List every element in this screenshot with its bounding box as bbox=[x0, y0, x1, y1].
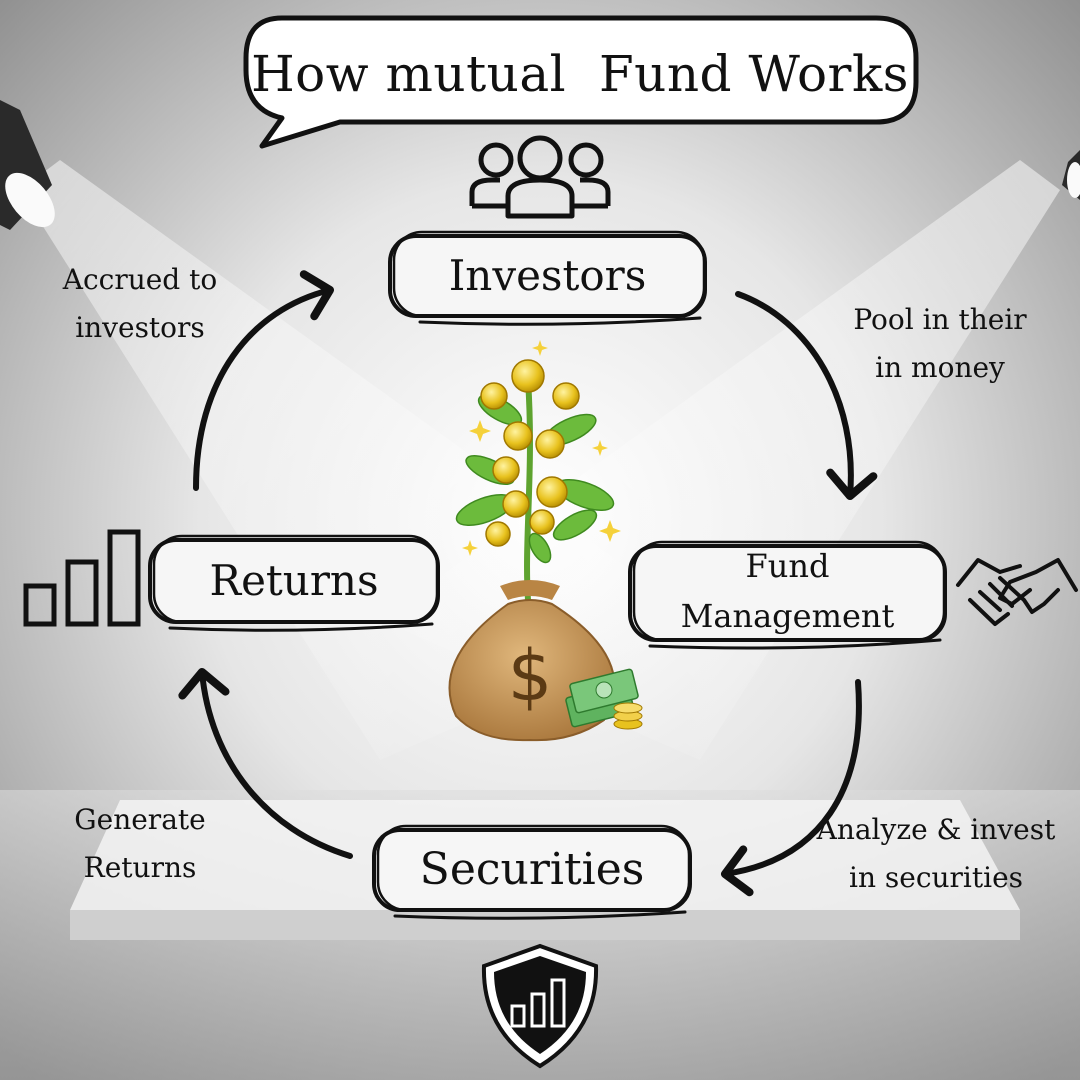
node-returns: Returns bbox=[150, 538, 438, 622]
handshake-icon bbox=[956, 558, 1078, 626]
edge-label-fund-to-securities: Analyze & invest in securities bbox=[806, 806, 1066, 902]
node-investors-label: Investors bbox=[448, 250, 647, 300]
edge-label-line: Accrued to bbox=[62, 263, 218, 296]
node-box-fund-management bbox=[628, 540, 947, 650]
spotlight-right-icon bbox=[1062, 150, 1080, 200]
edge-label-returns-to-investors: Accrued to investors bbox=[40, 256, 240, 352]
arrow-securities-to-returns bbox=[178, 667, 353, 859]
node-box-securities bbox=[372, 824, 692, 920]
edge-label-line: Returns bbox=[83, 851, 197, 885]
node-fund-management-line-2: Management bbox=[680, 597, 895, 635]
spotlight-left-icon bbox=[0, 100, 55, 230]
node-investors: Investors bbox=[390, 234, 705, 316]
money-tree-icon: $ bbox=[448, 340, 643, 742]
edge-label-line: Generate bbox=[74, 803, 206, 836]
node-securities-label: Securities bbox=[419, 843, 645, 895]
page-title: How mutual Fund Works bbox=[251, 45, 909, 103]
node-box-investors bbox=[388, 230, 707, 326]
edge-label-line: Analyze & invest bbox=[816, 813, 1056, 846]
edge-label-line: Pool in their bbox=[853, 303, 1027, 336]
node-fund-management-line-1: Fund bbox=[745, 547, 830, 586]
node-securities: Securities bbox=[374, 828, 690, 910]
title-bubble bbox=[243, 15, 919, 149]
arrow-fund-to-securities bbox=[720, 679, 862, 897]
edge-label-line: in securities bbox=[848, 861, 1024, 895]
svg-text:$: $ bbox=[508, 635, 553, 717]
edge-label-line: in money bbox=[875, 351, 1005, 385]
edge-label-line: investors bbox=[75, 311, 205, 345]
node-box-returns bbox=[148, 534, 440, 632]
edge-label-investors-to-fund: Pool in their in money bbox=[830, 296, 1050, 392]
node-fund-management: Fund Management bbox=[630, 544, 945, 640]
arrow-investors-to-fund bbox=[735, 291, 878, 501]
node-returns-label: Returns bbox=[209, 555, 379, 605]
cash-stack-icon bbox=[565, 668, 643, 730]
people-group-icon bbox=[469, 135, 611, 219]
shield-chart-icon bbox=[481, 943, 599, 1069]
edge-label-securities-to-returns: Generate Returns bbox=[40, 796, 240, 892]
sparkles-icon bbox=[462, 340, 621, 556]
arrow-returns-to-investors bbox=[193, 270, 335, 491]
bar-chart-icon bbox=[23, 529, 141, 627]
